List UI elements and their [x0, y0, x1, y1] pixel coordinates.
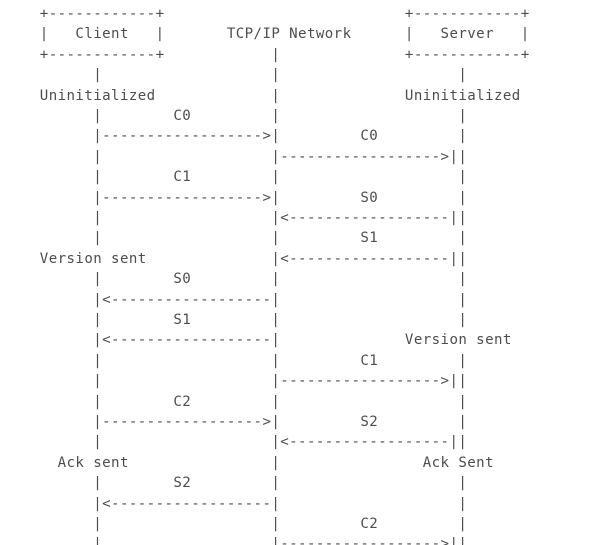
- row-box-labels: | Client | TCP/IP Network | Server |: [22, 26, 530, 43]
- row-state-ack-sent: Ack sent | Ack Sent: [22, 454, 494, 471]
- row-label-s2-left: | S2 | |: [22, 475, 468, 492]
- row-arrow-c2-left: |------------------>| S2 |: [22, 414, 468, 430]
- row-arrow-c2-right: | |------------------>||: [22, 536, 468, 545]
- row-arrow-s0-left: |<------------------| |: [22, 291, 468, 308]
- row-label-c2-left: | C2 | |: [22, 393, 468, 410]
- row-arrow-c1-right: | |------------------>||: [22, 373, 468, 390]
- row-label-s1-left: | S1 | |: [22, 312, 468, 328]
- row-box-bottom: +------------+ | +------------+: [22, 46, 530, 63]
- row-lifelines-1: | | |: [22, 67, 468, 84]
- row-state-version-sent-left: Version sent |<------------------||: [22, 250, 468, 267]
- row-label-s1-right: | | S1 |: [22, 230, 468, 247]
- row-arrow-s1-left: |<------------------| Version sent: [22, 332, 512, 349]
- row-arrow-c0-right: | |------------------>||: [22, 148, 468, 165]
- row-arrow-c0-left: |------------------>| C0 |: [22, 128, 468, 145]
- row-label-s0-left: | S0 | |: [22, 271, 468, 288]
- row-label-c1-right: | | C1 |: [22, 352, 468, 369]
- row-box-top: +------------+ +------------+: [22, 6, 530, 22]
- row-label-c0-left: | C0 | |: [22, 108, 468, 124]
- row-arrow-s0-right: | |<------------------||: [22, 210, 468, 226]
- row-state-uninitialized: Uninitialized | Uninitialized: [22, 87, 521, 104]
- row-label-c1-left: | C1 | |: [22, 169, 468, 186]
- row-arrow-s2-left: |<------------------| |: [22, 495, 468, 512]
- row-label-c2-right: | | C2 |: [22, 516, 468, 532]
- row-arrow-c1-left: |------------------>| S0 |: [22, 189, 468, 206]
- row-arrow-s2-right: | |<------------------||: [22, 434, 468, 451]
